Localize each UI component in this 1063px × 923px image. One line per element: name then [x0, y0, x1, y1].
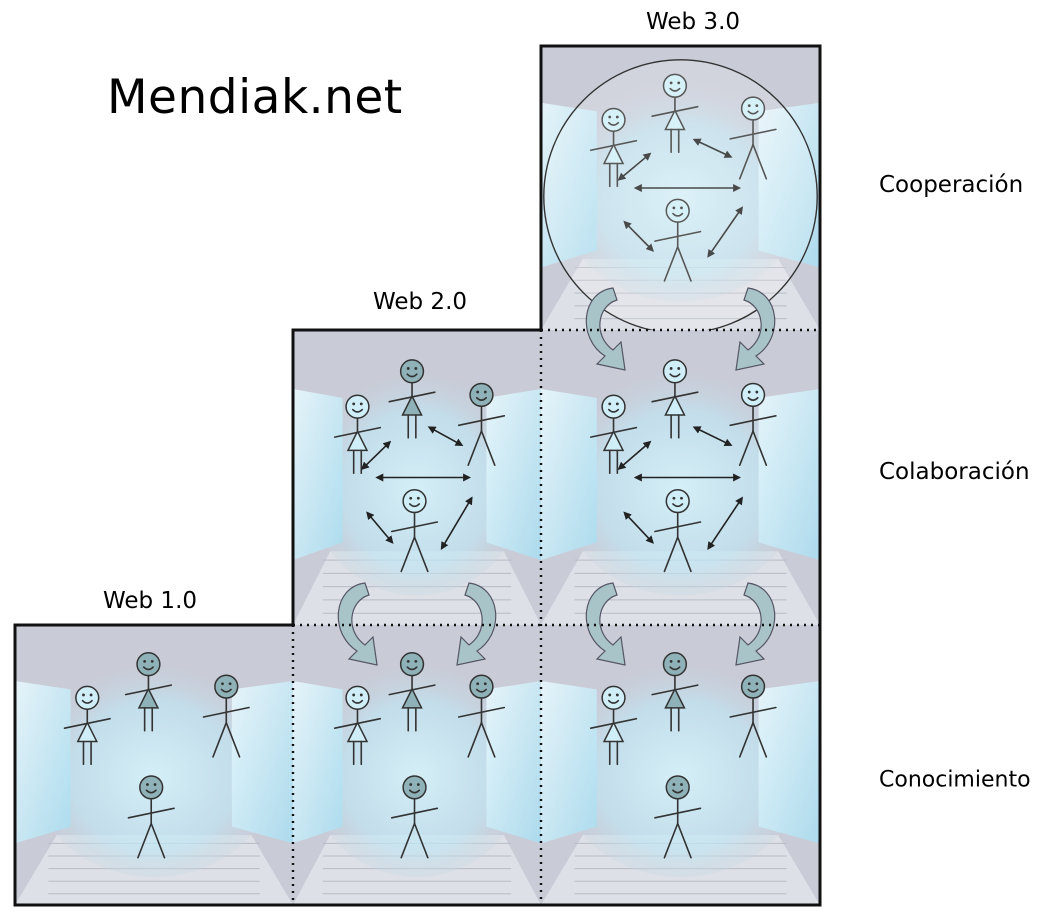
curved-arrow-down: [735, 582, 776, 666]
tile-0-2: [541, 46, 820, 330]
two-way-arrow: [707, 496, 743, 550]
person-figure: [333, 394, 382, 475]
column-title-web2: Web 2.0: [372, 289, 468, 315]
person-head: [75, 685, 100, 710]
person-figure: [127, 775, 175, 859]
monitor-right: [486, 389, 541, 561]
person-figure: [63, 685, 111, 766]
monitor-left: [541, 681, 597, 844]
curved-arrow-down: [735, 287, 776, 371]
person-figure: [654, 198, 702, 282]
tile-1-2: [541, 330, 820, 625]
tile-2-1: [293, 625, 541, 905]
monitor-right: [758, 681, 820, 844]
two-way-arrow: [361, 440, 392, 471]
person-head: [345, 394, 370, 419]
two-way-arrow: [707, 206, 744, 258]
column-title-web1: Web 1.0: [102, 588, 198, 614]
monitor-left: [541, 389, 597, 561]
person-figure: [589, 394, 638, 475]
monitor-right: [758, 389, 820, 561]
person-head: [402, 488, 427, 514]
person-figure: [457, 382, 506, 467]
two-way-arrow: [617, 152, 652, 181]
person-figure: [333, 685, 382, 766]
two-way-arrow: [440, 496, 473, 551]
person-figure: [457, 674, 506, 758]
person-figure: [124, 652, 173, 732]
monitor-left: [293, 681, 343, 844]
person-head: [665, 488, 690, 514]
person-figure: [202, 674, 250, 758]
person-figure: [388, 652, 436, 732]
row-label-conocimiento: Conocimiento: [879, 767, 1031, 793]
monitor-left: [15, 681, 71, 844]
person-head: [399, 359, 425, 384]
person-head: [399, 652, 425, 677]
person-figure: [390, 775, 439, 859]
person-head: [662, 359, 688, 384]
monitor-right: [231, 681, 293, 844]
person-head: [662, 652, 688, 677]
person-figure: [729, 96, 777, 180]
person-figure: [654, 775, 702, 859]
monitor-right: [758, 102, 820, 268]
two-way-arrow: [623, 220, 655, 252]
person-figure: [729, 674, 777, 758]
curved-arrow-up: [585, 287, 626, 371]
curved-arrow-up: [337, 582, 378, 666]
monitor-right: [486, 681, 541, 844]
tile-1-1: [293, 330, 541, 625]
two-way-arrow: [427, 426, 464, 447]
person-head: [345, 685, 370, 710]
tile-2-0: [15, 625, 293, 905]
person-figure: [651, 73, 699, 154]
curved-arrow-up: [585, 582, 626, 666]
cooperation-circle: [543, 59, 818, 330]
tile-2-2: [541, 625, 820, 905]
person-head: [665, 775, 690, 800]
two-way-arrow: [617, 440, 652, 470]
person-figure: [654, 488, 702, 573]
person-head: [601, 685, 626, 710]
person-head: [136, 652, 161, 677]
row-label-colaboracion: Colaboración: [879, 459, 1030, 485]
person-figure: [390, 488, 439, 573]
person-head: [469, 382, 494, 408]
curved-arrow-down: [456, 582, 497, 666]
person-head: [469, 674, 494, 699]
person-head: [601, 394, 626, 419]
person-head: [740, 382, 766, 408]
two-way-arrow: [366, 511, 394, 544]
two-way-arrow: [623, 511, 654, 544]
two-way-arrow: [692, 426, 733, 447]
row-label-cooperacion: Cooperación: [879, 172, 1024, 198]
person-figure: [388, 359, 436, 439]
person-figure: [651, 652, 699, 732]
person-figure: [651, 359, 699, 439]
person-head: [740, 674, 766, 699]
person-head: [402, 775, 427, 800]
person-head: [214, 674, 239, 699]
monitor-left: [293, 389, 343, 561]
person-head: [139, 775, 164, 800]
person-figure: [729, 382, 777, 467]
two-way-arrow: [692, 138, 733, 158]
page-title: Mendiak.net: [107, 70, 403, 125]
column-title-web3: Web 3.0: [645, 9, 741, 35]
person-figure: [589, 685, 638, 766]
